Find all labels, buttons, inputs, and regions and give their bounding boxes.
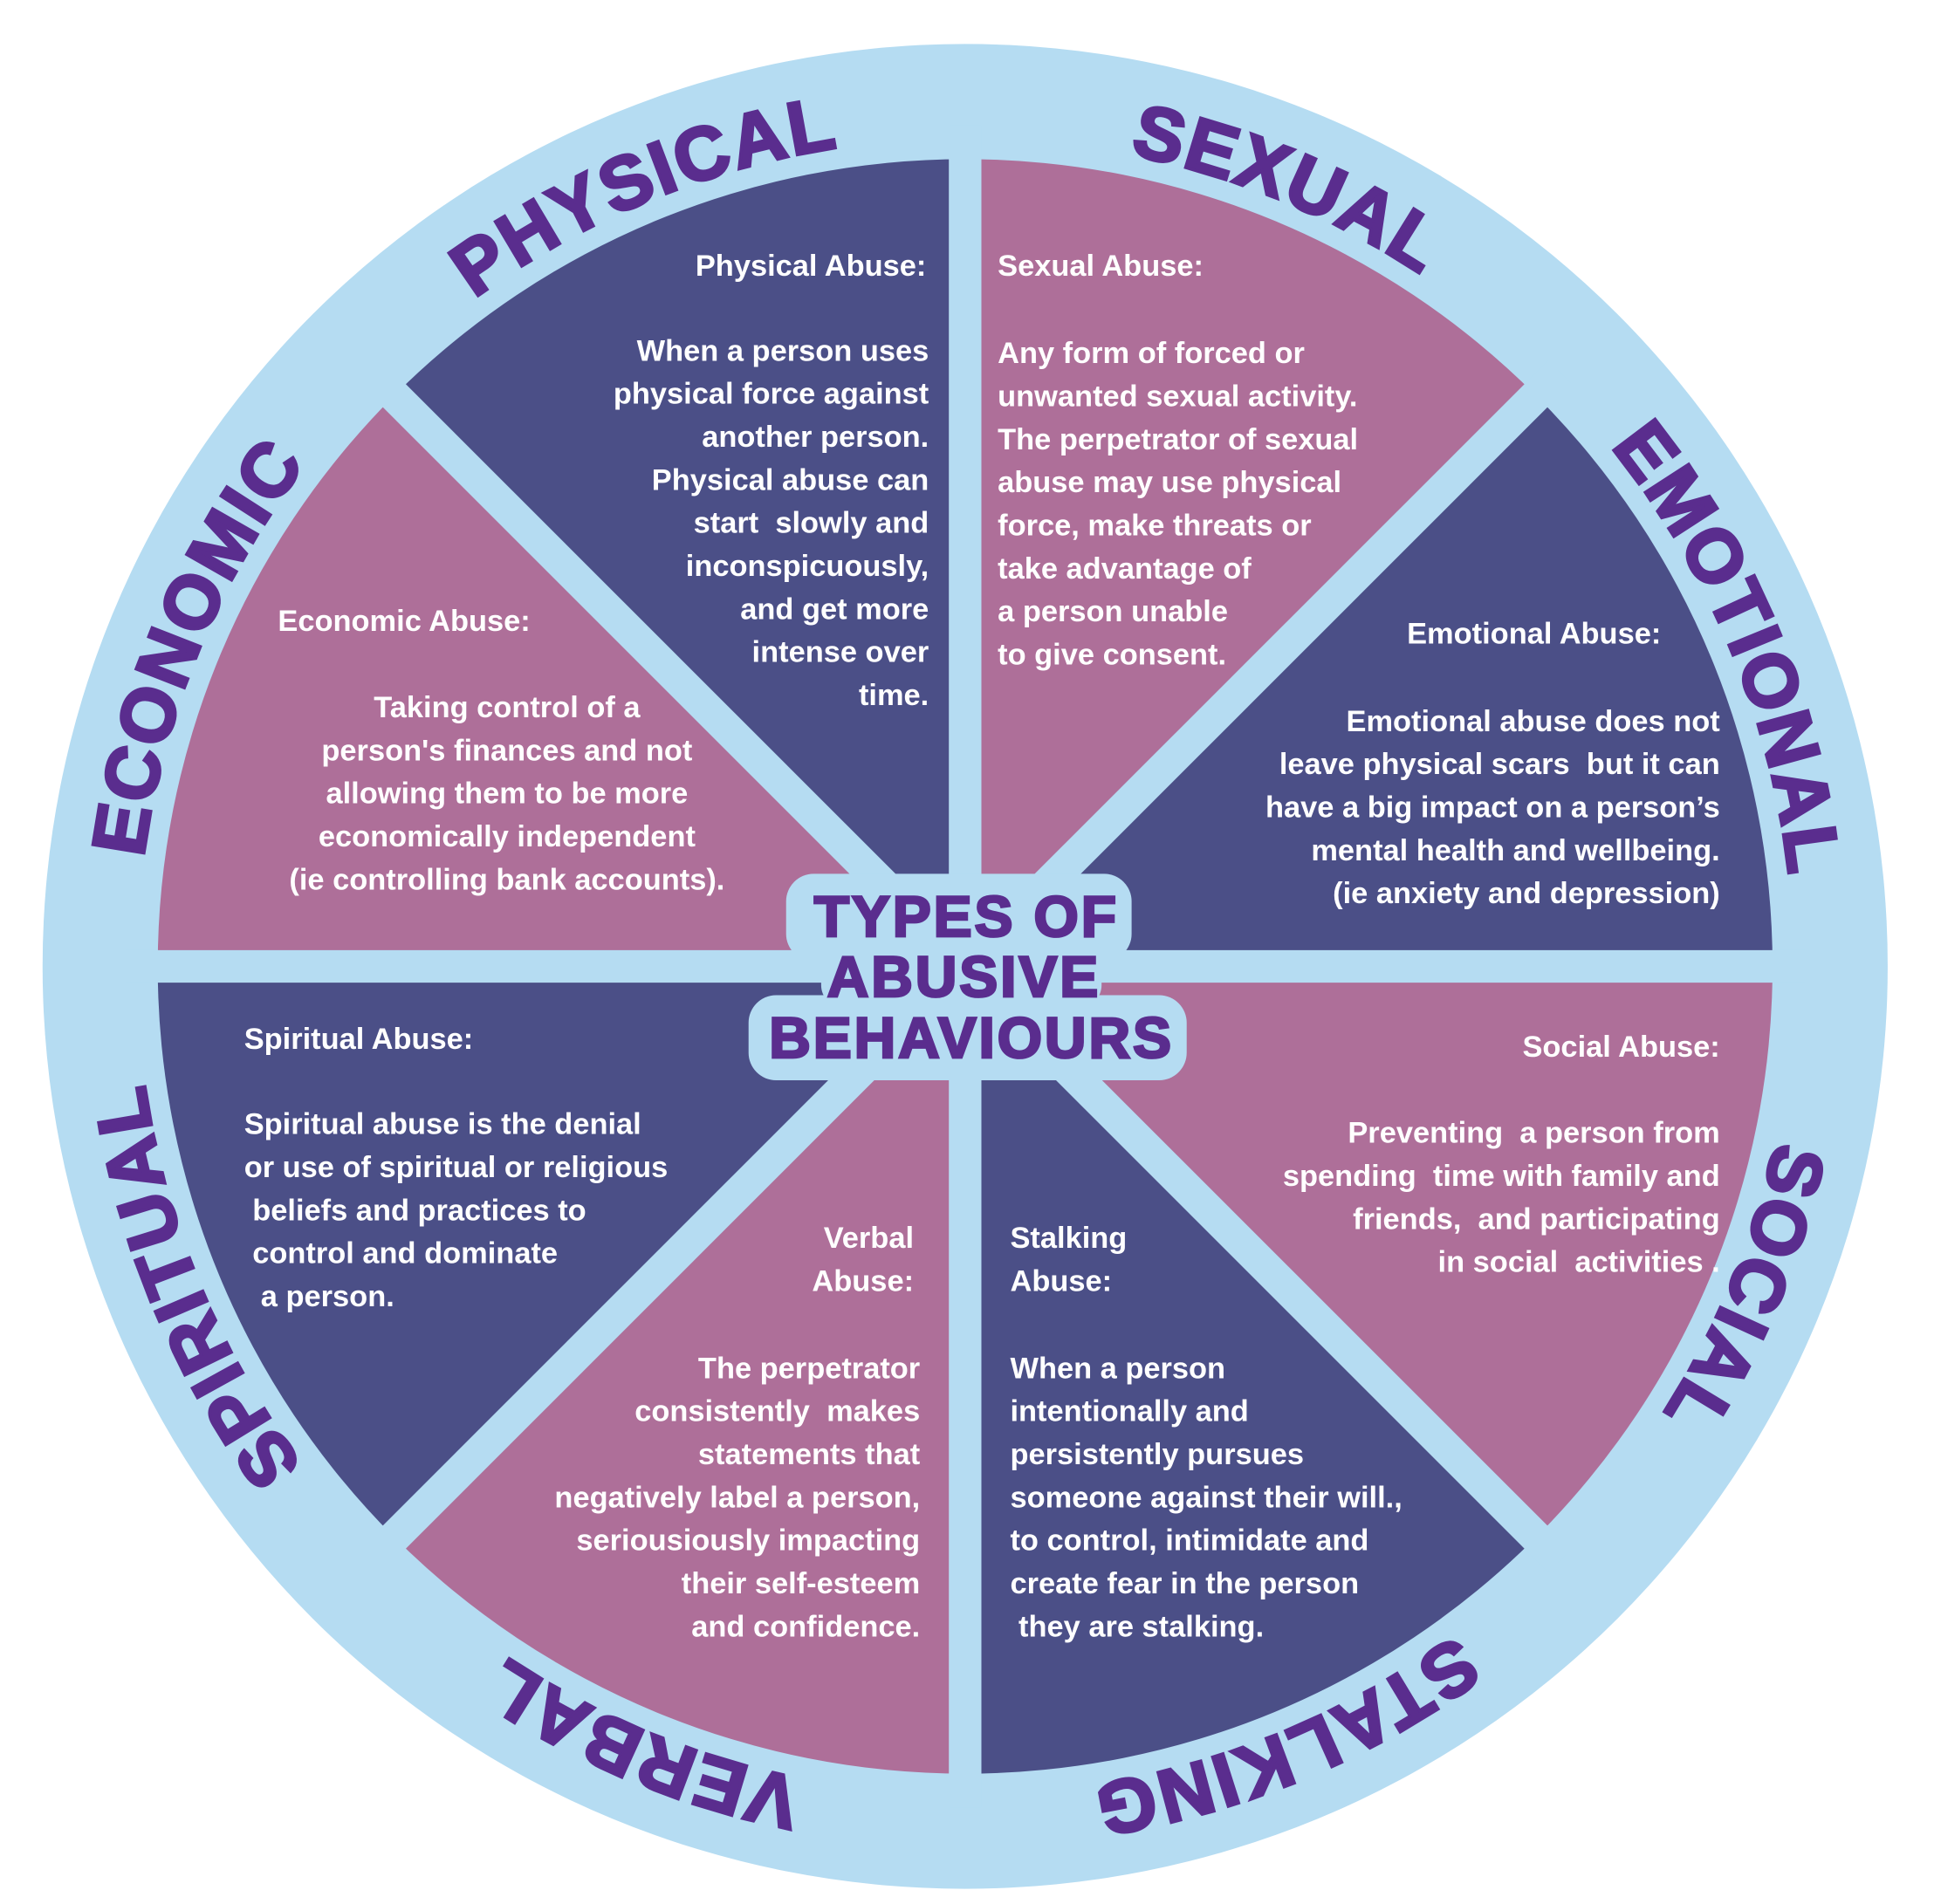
social-abuse-description-line: in social activities . [1438,1246,1720,1279]
emotional-abuse-description-line: (ie anxiety and depression) [1333,877,1720,910]
sexual-abuse-description-line: Any form of forced or [998,337,1305,370]
physical-abuse-description-line: intense over [752,636,929,669]
stalking-abuse-description-line: someone against their will., [1010,1481,1402,1514]
spiritual-abuse-description-line: Spiritual abuse is the denial [244,1108,641,1141]
emotional-abuse-description-line: leave physical scars but it can [1279,748,1720,781]
center-title-line-2: ABUSIVE [827,944,1101,1009]
verbal-abuse-description-line: their self-esteem [682,1567,920,1600]
stalking-abuse-description-line: create fear in the person [1010,1567,1359,1600]
sexual-abuse-description-line: unwanted sexual activity. [998,380,1357,413]
social-abuse-description-line: Preventing a person from [1348,1117,1719,1150]
sexual-abuse-description-line: take advantage of [998,552,1252,586]
wedge-physical [394,159,965,967]
economic-abuse-description-line: person's finances and not [321,734,692,767]
verbal-abuse-description-line: and confidence. [691,1610,920,1643]
spiritual-abuse-title: Spiritual Abuse: [244,1023,474,1056]
sexual-abuse-title: Sexual Abuse: [998,250,1204,283]
social-abuse-description-line: spending time with family and [1283,1160,1720,1193]
economic-abuse-description-line: economically independent [319,820,696,853]
spiritual-abuse-description-line: control and dominate [244,1237,558,1270]
wedge-spiritual [157,966,965,1538]
physical-abuse-title: Physical Abuse: [696,250,927,283]
wedge-stalking [964,966,1537,1774]
physical-abuse-description-line: and get more [740,592,929,626]
emotional-abuse-title: Emotional Abuse: [1407,617,1661,650]
sexual-abuse-description-line: force, make threats or [998,510,1312,543]
verbal-abuse-description-line: statements that [698,1438,921,1471]
verbal-abuse-title: Verbal [824,1222,914,1255]
physical-abuse-description-line: Physical abuse can [652,463,929,497]
stalking-abuse-description-line: persistently pursues [1010,1438,1304,1471]
wedge-sexual [964,159,1537,967]
spiritual-abuse-description-line: beliefs and practices to [244,1194,586,1227]
sexual-abuse-description-line: abuse may use physical [998,466,1341,499]
center-title-line-3: BEHAVIOURS [769,1005,1174,1070]
stalking-abuse-description-line: they are stalking. [1010,1610,1264,1643]
stalking-abuse-description-line: intentionally and [1010,1395,1248,1428]
economic-abuse-title: Economic Abuse: [278,605,530,638]
wedge-texts: Physical Abuse: When a person uses physica… [244,250,1721,1644]
physical-abuse-description-line: physical force against [614,378,929,411]
physical-abuse-description-line: another person. [702,421,929,454]
verbal-abuse-description-line: The perpetrator [698,1352,920,1385]
wedge-social [964,966,1773,1538]
center-title-line-1: TYPES OF [814,884,1119,949]
economic-abuse-description-line: Taking control of a [374,691,641,724]
emotional-abuse-description-line: have a big impact on a person’s [1265,791,1720,825]
social-abuse-title: Social Abuse: [1522,1031,1719,1064]
center-title: TYPES OF ABUSIVE BEHAVIOURS [748,873,1187,1081]
stalking-abuse-title: Abuse: [1010,1265,1112,1298]
wedges [157,159,1773,1774]
stalking-abuse-description-line: to control, intimidate and [1010,1524,1368,1558]
spiritual-abuse-description-line: a person. [244,1280,394,1313]
economic-abuse-description-line: (ie controlling bank accounts). [289,863,724,896]
physical-abuse-description-line: When a person uses [637,334,929,367]
wedge-emotional [964,395,1773,967]
physical-abuse-description-line: inconspicuously, [686,550,929,583]
physical-abuse-description-line: time. [859,679,929,712]
sexual-abuse-description-line: to give consent. [998,639,1226,672]
verbal-abuse-description-line: negatively label a person, [554,1481,920,1514]
verbal-abuse-title: Abuse: [812,1265,914,1298]
physical-abuse-description-line: start slowly and [694,507,929,540]
social-abuse-description-line: friends, and participating [1353,1202,1720,1236]
verbal-abuse-description-line: seriousiously impacting [576,1524,920,1558]
wedge-economic [157,395,965,967]
verbal-abuse-description-line: consistently makes [634,1395,920,1428]
wedge-verbal [394,966,965,1774]
emotional-abuse-description-line: Emotional abuse does not [1347,705,1721,738]
spiritual-abuse-description-line: or use of spiritual or religious [244,1151,669,1184]
economic-abuse-description-line: allowing them to be more [326,777,688,811]
sexual-abuse-description-line: The perpetrator of sexual [998,423,1358,456]
emotional-abuse-description-line: mental health and wellbeing. [1311,834,1719,867]
sexual-abuse-description-line: a person unable [998,595,1228,628]
stalking-abuse-description-line: When a person [1010,1352,1225,1385]
stalking-abuse-title: Stalking [1010,1222,1127,1255]
